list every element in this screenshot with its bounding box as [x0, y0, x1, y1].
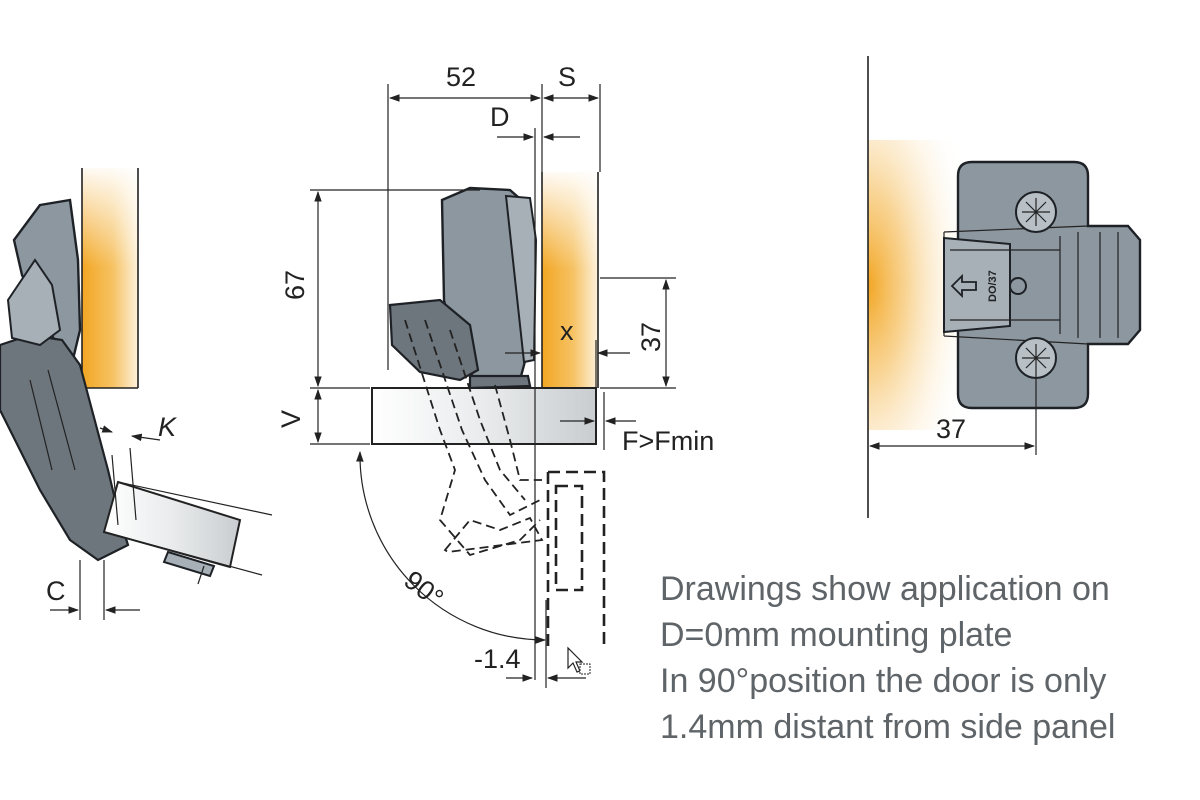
dim-x-label: x: [560, 316, 574, 346]
center-view: 90° 52 S D 67: [276, 62, 714, 688]
rotation-arc: [356, 450, 547, 644]
mounting-plate: DO/37: [943, 160, 1142, 410]
dim-52-label: 52: [446, 62, 476, 92]
label-k: K: [158, 412, 177, 442]
left-view: K C: [0, 168, 273, 620]
center-door: [371, 387, 597, 445]
dimension-v: V: [276, 388, 370, 445]
dimension-c: C: [46, 560, 140, 620]
note-line: Drawings show application on: [660, 570, 1110, 608]
note-line: 1.4mm distant from side panel: [660, 708, 1116, 746]
label-c: C: [46, 576, 66, 606]
dim-d-label: D: [490, 102, 510, 132]
right-view: DO/37 37: [867, 56, 1142, 518]
left-door: [102, 480, 273, 585]
plate-hole: [1009, 277, 1027, 295]
dimension-67: 67: [280, 189, 480, 389]
dimension-37: 37: [600, 277, 676, 389]
note-line: In 90°position the door is only: [660, 662, 1107, 700]
angle-90-label: 90°: [398, 565, 449, 614]
dim-67-label: 67: [280, 270, 310, 300]
note-line: D=0mm mounting plate: [660, 616, 1013, 654]
dim-s-label: S: [558, 62, 576, 92]
dimension-d: D: [490, 102, 580, 680]
label-f-fmin: F>Fmin: [622, 426, 714, 456]
cursor-icon: [567, 646, 591, 675]
application-notes: Drawings show application on D=0mm mount…: [660, 566, 1200, 750]
plate-marking: DO/37: [987, 270, 999, 302]
dimension-x: x: [505, 316, 630, 388]
dim-v-label: V: [276, 410, 306, 428]
dimension-52: 52 S: [387, 62, 601, 370]
dim-37-label: 37: [636, 322, 666, 352]
dimension-offset: -1.4: [474, 600, 586, 688]
right-dimension-37: 37: [868, 372, 1037, 455]
dimension-f: F>Fmin: [560, 392, 714, 456]
center-hinge: [388, 186, 538, 390]
right-dim-37-label: 37: [936, 414, 966, 444]
plate-arrow-icon: [950, 273, 977, 299]
offset-label: -1.4: [474, 644, 521, 674]
dimension-k: K: [99, 412, 177, 526]
left-hinge-body: [0, 198, 130, 562]
